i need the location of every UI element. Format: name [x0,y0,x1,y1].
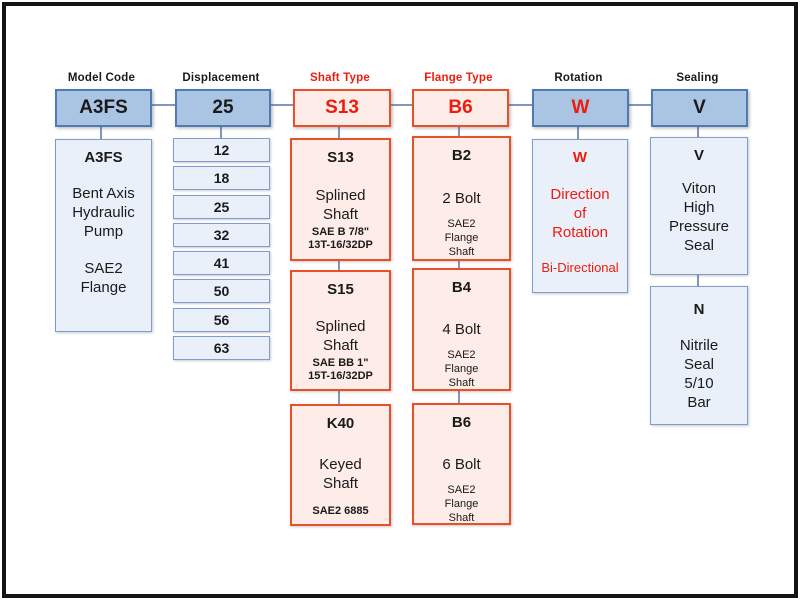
shaft-option-s13-desc: Splined Shaft [315,187,366,223]
selected-code-displacement: 25 [175,89,271,127]
selected-code-flange-type: B6 [412,89,509,127]
shaft-option-k40-code: K40 [326,415,355,432]
shaft-option-k40: K40 Keyed Shaft SAE2 6885 [290,404,391,526]
rotation-detail-box: W Direction of Rotation Bi-Directional [532,139,628,293]
shaft-option-s15-note: SAE BB 1" 15T-16/32DP [308,357,373,382]
model-code-detail-code: A3FS [84,149,123,166]
rotation-detail-code: W [572,149,588,166]
flange-option-b6-note: SAE2 Flange Shaft [444,484,479,524]
model-code-detail-box: A3FS Bent Axis Hydraulic Pump SAE2 Flang… [55,139,152,332]
connector-top-row [101,104,698,106]
flange-option-b6-desc: 6 Bolt [442,456,481,473]
column-header-shaft-type: Shaft Type [310,72,370,84]
connector-model-code [100,123,102,140]
column-header-model-code: Model Code [67,72,136,84]
model-code-flange-note: SAE2 Flange [80,260,127,296]
shaft-option-s15: S15 Splined Shaft SAE BB 1" 15T-16/32DP [290,270,391,391]
flange-option-b6: B6 6 Bolt SAE2 Flange Shaft [412,403,511,525]
selected-code-rotation-label: W [571,97,590,118]
selected-code-sealing: V [651,89,748,127]
displacement-option: 32 [173,223,270,247]
selected-code-shaft-type: S13 [293,89,391,127]
displacement-option: 63 [173,336,270,360]
rotation-description: Direction of Rotation [550,186,610,241]
column-header-rotation: Rotation [554,72,603,84]
shaft-option-s15-code: S15 [327,281,354,298]
selected-code-model-label: A3FS [79,97,128,118]
displacement-option: 56 [173,308,270,332]
flange-option-b6-code: B6 [451,414,472,431]
displacement-option: 18 [173,166,270,190]
selected-code-flange-type-label: B6 [448,97,473,118]
selected-code-shaft-type-label: S13 [325,97,359,118]
connector-rotation [577,123,579,140]
shaft-option-k40-desc: Keyed Shaft [319,456,362,492]
flange-option-b4-code: B4 [451,279,472,296]
selected-code-rotation: W [532,89,629,127]
displacement-option: 50 [173,279,270,303]
sealing-option-v-desc: Viton High Pressure Seal [668,180,730,254]
flange-option-b4: B4 4 Bolt SAE2 Flange Shaft [412,268,511,391]
flange-option-b2-note: SAE2 Flange Shaft [444,218,479,258]
flange-option-b4-desc: 4 Bolt [442,321,481,338]
flange-option-b2-code: B2 [451,147,472,164]
column-header-displacement: Displacement [182,72,260,84]
sealing-option-v: V Viton High Pressure Seal [650,137,748,275]
sealing-option-n-code: N [693,301,705,318]
connector-displacement [220,123,222,139]
shaft-option-s13: S13 Splined Shaft SAE B 7/8" 13T-16/32DP [290,138,391,261]
connector-shaft-type [338,123,340,405]
column-header-sealing: Sealing [676,72,719,84]
selected-code-sealing-label: V [693,97,706,118]
selected-code-model: A3FS [55,89,152,127]
displacement-option: 41 [173,251,270,275]
column-header-flange-type: Flange Type [424,72,493,84]
rotation-note: Bi-Directional [541,260,619,275]
flange-option-b2-desc: 2 Bolt [442,190,481,207]
flange-option-b4-note: SAE2 Flange Shaft [444,349,479,389]
shaft-option-k40-note: SAE2 6885 [312,505,369,517]
flange-option-b2: B2 2 Bolt SAE2 Flange Shaft [412,136,511,261]
shaft-option-s15-desc: Splined Shaft [315,318,366,354]
connector-flange-type [458,123,460,404]
sealing-option-n-desc: Nitrile Seal 5/10 Bar [679,337,719,411]
selected-code-displacement-label: 25 [212,97,234,118]
sealing-option-v-code: V [693,147,704,164]
displacement-option: 25 [173,195,270,219]
shaft-option-s13-note: SAE B 7/8" 13T-16/32DP [308,226,373,251]
model-code-description: Bent Axis Hydraulic Pump [72,185,135,240]
shaft-option-s13-code: S13 [327,149,354,166]
sealing-option-n: N Nitrile Seal 5/10 Bar [650,286,748,425]
displacement-option: 12 [173,138,270,162]
